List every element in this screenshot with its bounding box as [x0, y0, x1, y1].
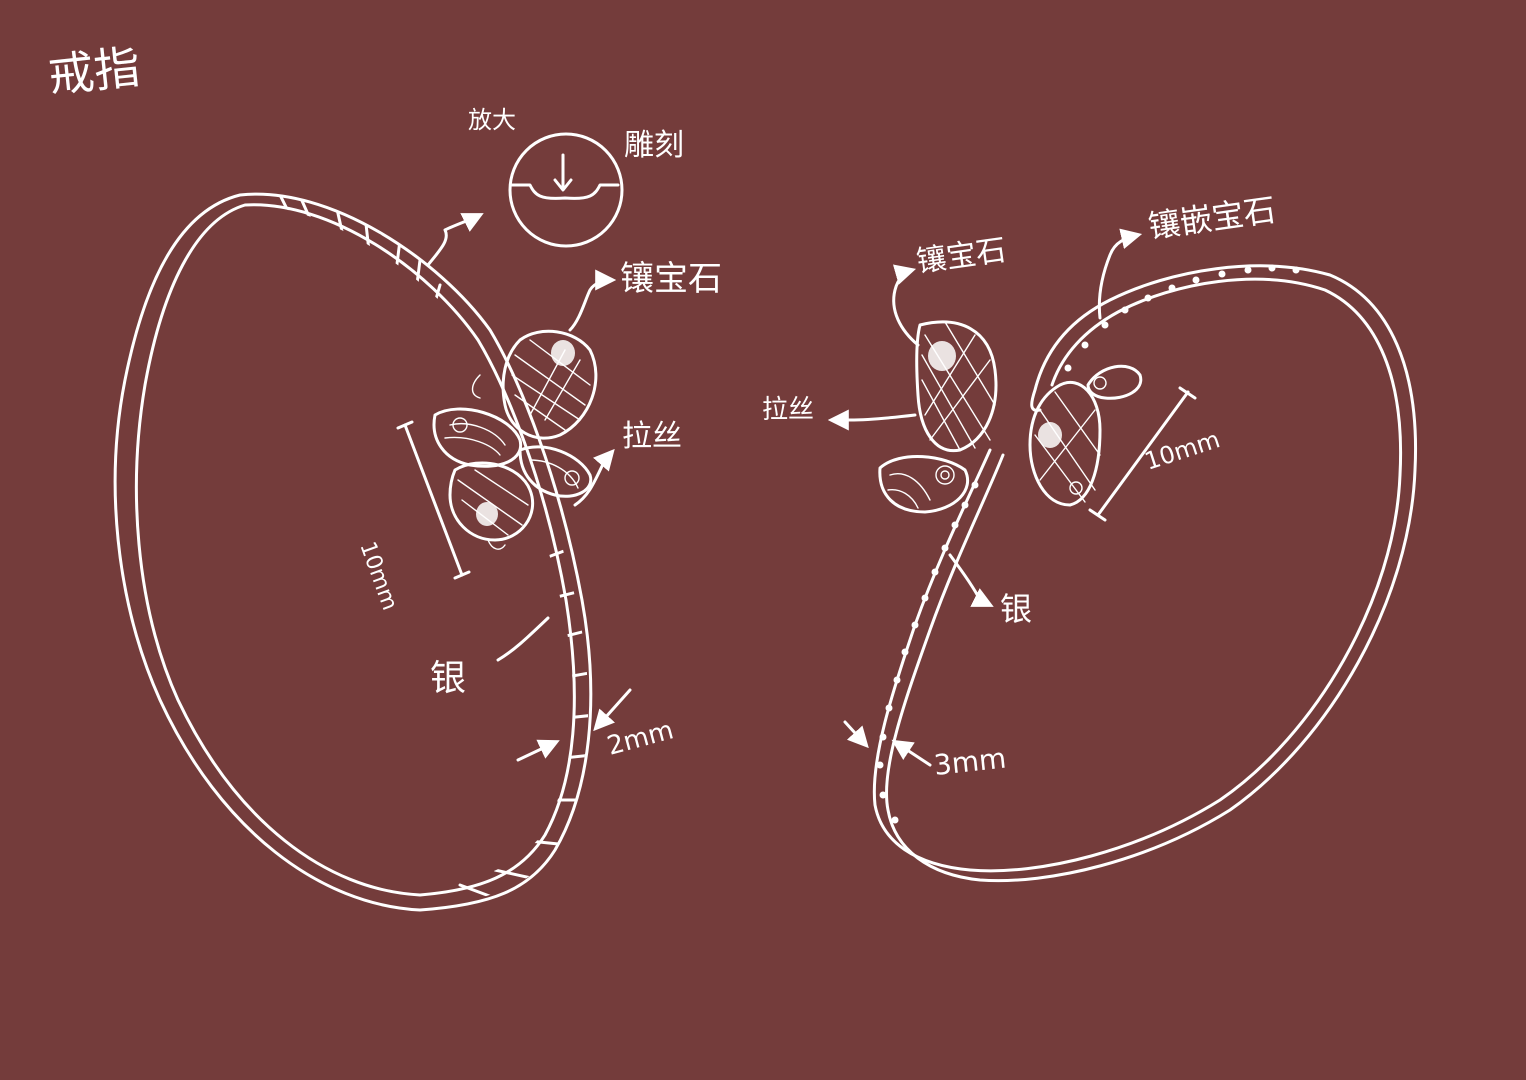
right-stone-label: 镶宝石 — [914, 233, 1008, 280]
left-silver-label: 银 — [430, 658, 466, 699]
left-ring-band-outer — [113, 192, 593, 912]
right-silver-label: 银 — [1000, 590, 1032, 628]
left-bottom-gem — [476, 502, 498, 526]
left-width-label: 2mm — [604, 715, 677, 761]
right-filigree-label: 拉丝 — [762, 395, 814, 425]
right-size-label: 10mm — [1141, 425, 1223, 476]
engrave-magnifier — [508, 132, 624, 248]
right-ring: 镶宝石 镶嵌宝石 拉丝 10mm 银 3mm — [762, 190, 1418, 883]
right-ring-dots — [876, 264, 1300, 824]
left-ring: 放大 雕刻 镶宝石 拉丝 10mm 银 2mm — [113, 106, 722, 912]
left-filigree-label: 拉丝 — [622, 419, 682, 454]
right-left-stone — [915, 320, 998, 453]
left-top-gem — [551, 340, 575, 366]
right-inlay-label: 镶嵌宝石 — [1146, 190, 1278, 245]
left-ring-band-inner — [134, 203, 576, 897]
left-magnify-label: 放大 — [468, 106, 516, 134]
right-right-stone — [1028, 380, 1102, 507]
right-ring-band-inner — [872, 277, 1403, 873]
left-engrave-label: 雕刻 — [624, 128, 684, 163]
right-left-gem — [928, 341, 956, 371]
right-width-label: 3mm — [932, 742, 1007, 782]
right-ring-band-outer — [884, 264, 1418, 883]
right-right-gem — [1038, 422, 1062, 448]
left-size-label: 10mm — [354, 539, 402, 614]
sketch-title: 戒指 — [46, 40, 143, 103]
left-flower-ornament — [432, 329, 598, 550]
left-stone-label: 镶宝石 — [620, 259, 722, 299]
